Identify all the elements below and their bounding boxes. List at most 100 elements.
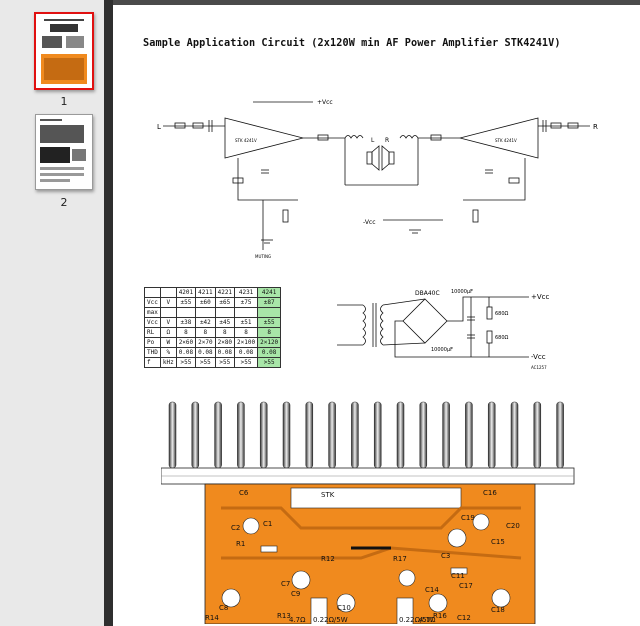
- schematic-vcc-neg: -Vcc: [363, 219, 376, 226]
- heatsink-fin: [351, 401, 359, 469]
- spec-cell: ±55: [175, 297, 197, 308]
- spec-cell: Po: [144, 337, 161, 348]
- spec-header-cell: 4231: [234, 287, 259, 298]
- pcb-component-label: C12: [457, 614, 471, 622]
- pcb-component-label: C1: [263, 520, 272, 528]
- table-row: Po W 2×60 2×70 2×80 2×100 2×120: [144, 337, 282, 348]
- spec-cell: [175, 307, 197, 318]
- psu-out-neg: -Vcc: [531, 353, 546, 361]
- spec-cell: Ω: [159, 327, 177, 338]
- heatsink-fin: [533, 401, 542, 469]
- spec-cell: ±75: [234, 297, 259, 308]
- heatsink-fin: [556, 401, 564, 469]
- spec-cell: 0.08: [214, 347, 236, 358]
- sidebar-divider[interactable]: [104, 0, 113, 626]
- spec-cell: [214, 307, 236, 318]
- amplifier-schematic: +Vcc -Vcc L R L R STK 4241V STK 4241V MU…: [157, 99, 598, 259]
- spec-cell: V: [159, 317, 177, 328]
- pcb-component-label: C16: [483, 489, 497, 497]
- spec-cell: RL: [144, 327, 161, 338]
- spec-cell: 2×120: [257, 337, 282, 348]
- spec-cell: 8: [257, 327, 282, 338]
- spec-cell: [195, 307, 216, 318]
- psu-bridge-label: DBA40C: [415, 290, 440, 297]
- spec-cell: THD: [144, 347, 161, 358]
- heatsink-fin: [168, 401, 177, 469]
- spec-cell: Vcc: [144, 317, 161, 328]
- spec-cell: 8: [175, 327, 197, 338]
- spec-cell: Vcc: [144, 297, 161, 308]
- heatsink-fin: [237, 401, 245, 469]
- page-thumbnail-2[interactable]: [35, 114, 93, 190]
- spec-cell: >55: [175, 357, 197, 368]
- psu-out-pos: +Vcc: [531, 293, 550, 301]
- heatsink-fin: [396, 401, 405, 469]
- thumbnail-1-preview: [36, 14, 92, 88]
- table-row: max: [144, 307, 282, 318]
- table-row: Vcc V ±55 ±60 ±65 ±75 ±87: [144, 297, 282, 308]
- pcb-component-label: R16: [433, 612, 447, 620]
- thumbnail-2-preview: [36, 115, 92, 189]
- heatsink-fin: [419, 401, 428, 469]
- pcb-component-label: C3: [441, 552, 450, 560]
- psu-cap1-label: 10000µF: [451, 289, 473, 295]
- spec-cell: ±38: [175, 317, 197, 328]
- spec-cell: 8: [234, 327, 259, 338]
- psu-schematic: DBA40C 10000µF 10000µF 680Ω 680Ω +Vcc -V…: [337, 289, 550, 370]
- spec-cell: >55: [195, 357, 216, 368]
- heatsink-fin: [259, 401, 268, 469]
- pcb-component-label: 0.22Ω/5W: [399, 616, 434, 624]
- spec-cell: V: [159, 297, 177, 308]
- document-page: Sample Application Circuit (2x120W min A…: [113, 5, 640, 626]
- pcb-component-label: STK: [321, 491, 335, 499]
- spec-cell: ±45: [214, 317, 236, 328]
- spec-header-cell: [159, 287, 177, 298]
- spec-header-cell: 4211: [195, 287, 216, 298]
- pcb-component-label: R12: [321, 555, 335, 563]
- pcb-component-label: C2: [231, 524, 240, 532]
- schematic-input-right: R: [593, 123, 598, 131]
- spec-cell: 0.08: [234, 347, 259, 358]
- spec-cell: ±42: [195, 317, 216, 328]
- pcb-component-label: C15: [491, 538, 505, 546]
- schematic-muting: MUTING: [255, 254, 271, 259]
- pcb-component-label: R13: [277, 612, 291, 620]
- pcb-component-label: C11: [451, 572, 465, 580]
- heatsink-fin: [465, 401, 473, 469]
- page-number-2: 2: [60, 196, 68, 209]
- spec-cell: 0.08: [175, 347, 197, 358]
- psu-res1-label: 680Ω: [495, 311, 509, 317]
- spec-header-cell: 4221: [214, 287, 236, 298]
- pcb-component-label: C14: [425, 586, 439, 594]
- spec-cell: [159, 307, 177, 318]
- spec-cell: 0.08: [257, 347, 282, 358]
- spec-cell: >55: [257, 357, 282, 368]
- pcb-component-label: C10: [337, 604, 351, 612]
- spec-cell: W: [159, 337, 177, 348]
- pcb-component-label: C18: [491, 606, 505, 614]
- spec-cell: ±55: [257, 317, 282, 328]
- pcb-component-label: C19: [461, 514, 475, 522]
- schematic-vcc-pos: +Vcc: [317, 99, 333, 106]
- heatsink-fin: [373, 401, 382, 469]
- spec-cell: kHz: [159, 357, 177, 368]
- pcb-component-label: 4.7Ω: [419, 616, 436, 624]
- schematic-speaker-right: R: [385, 137, 389, 144]
- schematic-input-left: L: [157, 123, 161, 131]
- table-row: Vcc V ±38 ±42 ±45 ±51 ±55: [144, 317, 282, 328]
- pcb-component-label: C17: [459, 582, 473, 590]
- spec-header-cell: 4201: [175, 287, 197, 298]
- pcb-component-label: 4.7Ω: [289, 616, 306, 624]
- table-row: THD % 0.08 0.08 0.08 0.08 0.08: [144, 347, 282, 358]
- page-thumbnail-1[interactable]: [34, 12, 94, 90]
- spec-cell: f: [144, 357, 161, 368]
- pcb-component-label: 0.22Ω/5W: [313, 616, 348, 624]
- spec-cell: ±65: [214, 297, 236, 308]
- pcb-component-label: C8: [219, 604, 228, 612]
- spec-cell: %: [159, 347, 177, 358]
- heatsink-fin: [510, 401, 519, 469]
- spec-header-cell: [144, 287, 161, 298]
- page-title: Sample Application Circuit (2x120W min A…: [143, 38, 561, 49]
- spec-cell: 2×80: [214, 337, 236, 348]
